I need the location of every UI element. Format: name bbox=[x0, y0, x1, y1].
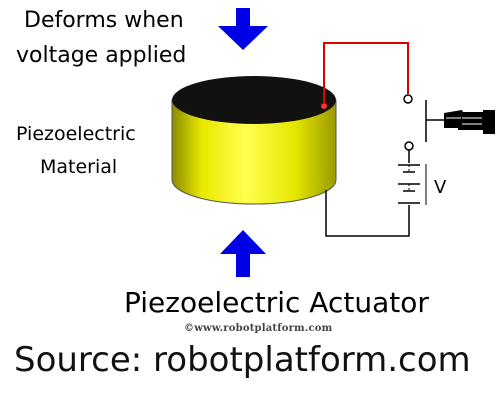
up-arrow-icon bbox=[220, 230, 266, 277]
effect-label-line2: voltage applied bbox=[16, 43, 187, 68]
voltage-label: V bbox=[434, 177, 447, 198]
diagram-title: Piezoelectric Actuator bbox=[124, 286, 429, 319]
source-caption: Source: robotplatform.com bbox=[14, 340, 471, 380]
hand-icon bbox=[444, 110, 495, 134]
battery-icon bbox=[398, 164, 427, 205]
negative-wire bbox=[325, 190, 410, 237]
piezo-cylinder bbox=[171, 76, 337, 205]
positive-terminal bbox=[321, 103, 327, 109]
material-label-line2: Material bbox=[40, 156, 118, 178]
watermark: ©www.robotplatform.com bbox=[184, 323, 333, 334]
material-label-line1: Piezoelectric bbox=[16, 123, 136, 145]
cylinder-top bbox=[172, 76, 336, 124]
positive-wire bbox=[323, 42, 409, 104]
circuit-wiring bbox=[323, 42, 410, 237]
down-arrow-icon bbox=[218, 8, 268, 50]
effect-label-line1: Deforms when bbox=[24, 8, 184, 33]
switch-icon bbox=[403, 94, 444, 151]
